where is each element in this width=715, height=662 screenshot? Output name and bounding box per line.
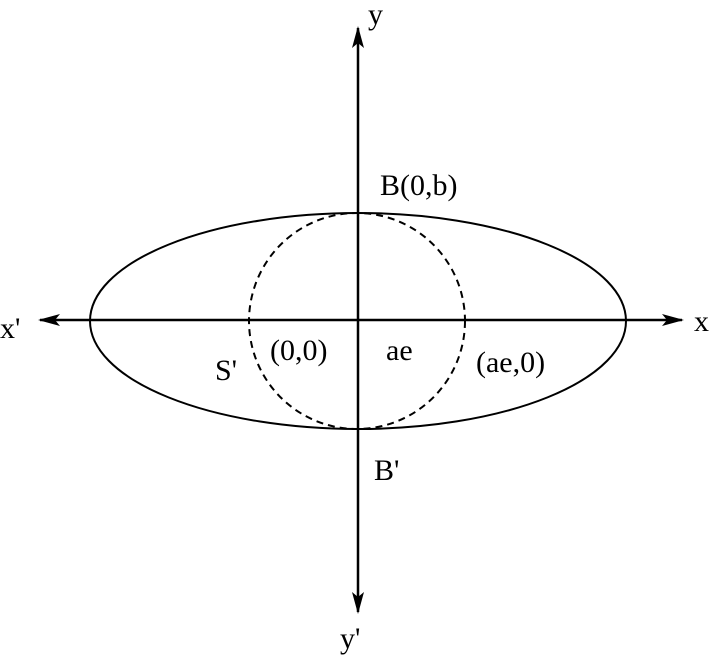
y-axis-label: y (368, 0, 383, 31)
x-axis-label: x (694, 305, 709, 338)
distance-label: ae (386, 334, 413, 367)
focus-label: (ae,0) (476, 346, 545, 379)
x-axis-neg-label: x' (0, 312, 20, 345)
y-axis-neg-label: y' (340, 622, 360, 655)
point-b-label: B(0,b) (380, 169, 458, 202)
point-s-prime-label: S' (215, 354, 237, 387)
point-b-prime-label: B' (374, 454, 399, 487)
origin-label: (0,0) (270, 334, 327, 367)
